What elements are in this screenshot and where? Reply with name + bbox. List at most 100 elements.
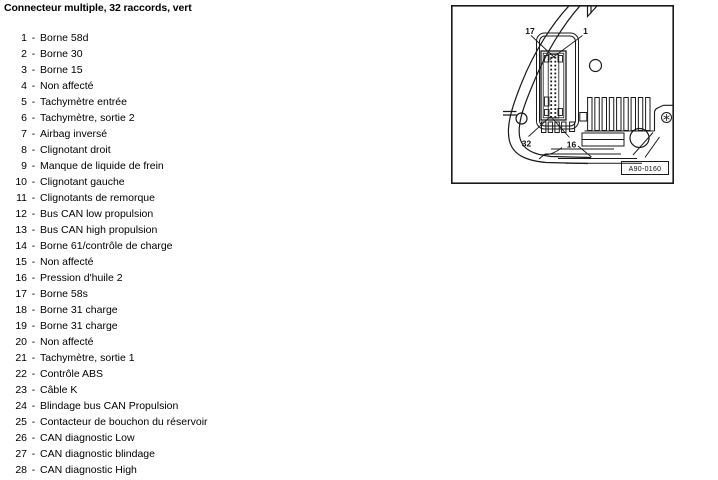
pin-number: 3: [21, 64, 27, 76]
pin-list-item: 13 - Bus CAN high propulsion: [0, 222, 440, 238]
pin-number: 1: [21, 32, 27, 44]
side-bracket: [653, 104, 673, 131]
pin-number: 15: [15, 256, 27, 268]
pin-separator: -: [31, 64, 36, 76]
base-structure: [538, 127, 660, 164]
connector-32pin: [540, 50, 567, 121]
pin-separator: -: [31, 144, 36, 156]
pin-list-item: 16 - Pression d'huile 2: [0, 270, 440, 286]
pin-number: 18: [15, 304, 27, 316]
pin-number: 22: [15, 368, 27, 380]
pin-separator: -: [31, 272, 36, 284]
pin-number: 19: [15, 320, 27, 332]
pin-number: 5: [21, 96, 27, 108]
pin-list-item: 19 - Borne 31 charge: [0, 318, 440, 334]
pin-separator: -: [31, 464, 36, 476]
pin-list-item: 3 - Borne 15: [0, 62, 440, 78]
pin-label: Tachymètre, sortie 1: [40, 352, 135, 364]
pin-label: Clignotant droit: [40, 144, 111, 156]
pin-number: 24: [15, 400, 27, 412]
pin-list-item: 21 - Tachymètre, sortie 1: [0, 350, 440, 366]
pin-list-item: 9 - Manque de liquide de frein: [0, 158, 440, 174]
pin-list-item: 1 - Borne 58d: [0, 30, 440, 46]
pin-label: Non affecté: [40, 256, 94, 268]
pin-label: Contacteur de bouchon du réservoir: [40, 416, 208, 428]
pin-separator: -: [31, 368, 36, 380]
pin-list-item: 27 - CAN diagnostic blindage: [0, 446, 440, 462]
pin-separator: -: [31, 224, 36, 236]
pin-label: Câble K: [40, 384, 78, 396]
pin-label: Borne 15: [40, 64, 83, 76]
pin-label: Blindage bus CAN Propulsion: [40, 400, 179, 412]
pin-number: 8: [21, 144, 27, 156]
pin-label: Bus CAN low propulsion: [40, 208, 154, 220]
pin-list-item: 2 - Borne 30: [0, 46, 440, 62]
pin-label: Tachymètre, sortie 2: [40, 112, 135, 124]
pin-label: Airbag inversé: [40, 128, 108, 140]
callout-pin-1: 1: [583, 26, 588, 36]
page-title: Connecteur multiple, 32 raccords, vert: [4, 2, 192, 14]
pin-list-item: 10 - Clignotant gauche: [0, 174, 440, 190]
pin-separator: -: [31, 208, 36, 220]
pin-number: 13: [15, 224, 27, 236]
pin-number: 26: [15, 432, 27, 444]
pin-label: Contrôle ABS: [40, 368, 104, 380]
callout-pin-17: 17: [525, 26, 535, 36]
pin-label: Bus CAN high propulsion: [40, 224, 158, 236]
pin-number: 14: [15, 240, 27, 252]
pin-separator: -: [31, 128, 36, 140]
pin-number: 10: [15, 176, 27, 188]
connector-tabs: [544, 55, 563, 116]
pin-list-item: 15 - Non affecté: [0, 254, 440, 270]
pin-separator: -: [31, 432, 36, 444]
figure-reference-code: A90-0160: [629, 166, 662, 173]
pin-separator: -: [31, 192, 36, 204]
pin-separator: -: [31, 32, 36, 44]
pin-separator: -: [31, 240, 36, 252]
pin-list-item: 26 - CAN diagnostic Low: [0, 430, 440, 446]
housing-step: [503, 110, 517, 116]
reference-box: [621, 161, 669, 175]
pin-label: Borne 31 charge: [40, 304, 118, 316]
pin-label: Borne 58s: [40, 288, 88, 300]
pin-list-item: 4 - Non affecté: [0, 78, 440, 94]
pin-label: Borne 58d: [40, 32, 89, 44]
pin-list-item: 23 - Câble K: [0, 382, 440, 398]
pin-number: 12: [15, 208, 27, 220]
pin-separator: -: [31, 80, 36, 92]
pin-separator: -: [31, 48, 36, 60]
pin-number: 7: [21, 128, 27, 140]
pin-separator: -: [31, 320, 36, 332]
leader-lines: [528, 35, 583, 156]
pin-separator: -: [31, 112, 36, 124]
rim-circle: [515, 112, 528, 125]
pin-label: CAN diagnostic High: [40, 464, 137, 476]
pin-number: 11: [16, 192, 27, 204]
pin-number: 28: [15, 464, 27, 476]
pin-list-item: 18 - Borne 31 charge: [0, 302, 440, 318]
pin-number: 21: [15, 352, 27, 364]
pin-label: Clignotant gauche: [40, 176, 125, 188]
pin-list-item: 14 - Borne 61/contrôle de charge: [0, 238, 440, 254]
pin-number: 16: [15, 272, 27, 284]
pin-separator: -: [31, 160, 36, 172]
pin-separator: -: [31, 288, 36, 300]
connector-diagram: 17 1 32 16 A90-0160: [451, 5, 674, 184]
pin-number: 23: [15, 384, 27, 396]
pin-list-item: 5 - Tachymètre entrée: [0, 94, 440, 110]
pin-list-item: 11 - Clignotants de remorque: [0, 190, 440, 206]
pin-separator: -: [31, 304, 36, 316]
pin-number: 2: [21, 48, 27, 60]
pin-label: Borne 31 charge: [40, 320, 118, 332]
callout-pin-32: 32: [522, 139, 532, 149]
housing-hole: [588, 58, 603, 73]
pin-separator: -: [31, 96, 36, 108]
pin-label: Non affecté: [40, 80, 94, 92]
pin-number: 17: [15, 288, 27, 300]
pin-label: Borne 30: [40, 48, 83, 60]
pin-separator: -: [31, 256, 36, 268]
screw-icon: [661, 112, 672, 123]
pin-separator: -: [31, 352, 36, 364]
pin-separator: -: [31, 400, 36, 412]
